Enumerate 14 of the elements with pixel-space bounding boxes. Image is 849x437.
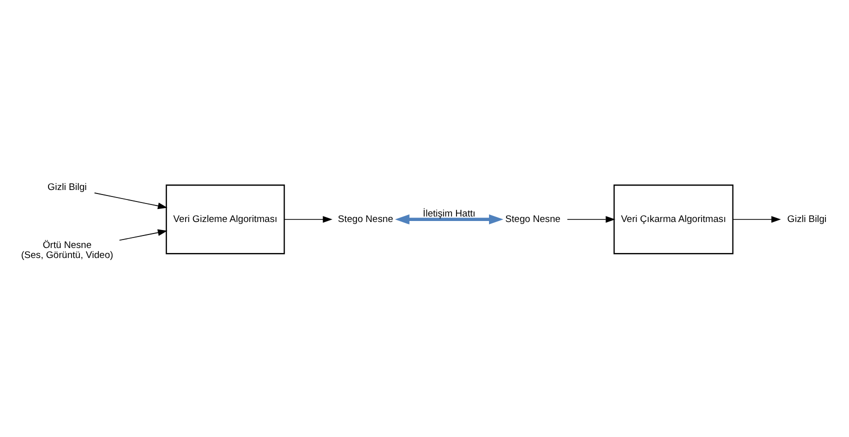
- edge-label: İletişim Hattı: [422, 208, 476, 220]
- arrow: [284, 216, 332, 222]
- arrow: [94, 192, 168, 209]
- node-text: Stego Nesne: [505, 213, 560, 224]
- node-text: Gizli Bilgi: [48, 182, 87, 192]
- arrow: [566, 216, 616, 222]
- arrow: [732, 216, 781, 222]
- arrow: [395, 214, 504, 224]
- node-text: Stego Nesne: [338, 213, 394, 224]
- node-box: Veri Çıkarma Algoritması: [614, 184, 734, 254]
- node-text: Gizli Bilgi: [787, 213, 827, 224]
- node-box: Veri Gizleme Algoritması: [166, 184, 285, 254]
- node-text: Örtü Nesne (Ses, Görüntü, Video): [21, 239, 114, 261]
- arrow: [119, 228, 168, 240]
